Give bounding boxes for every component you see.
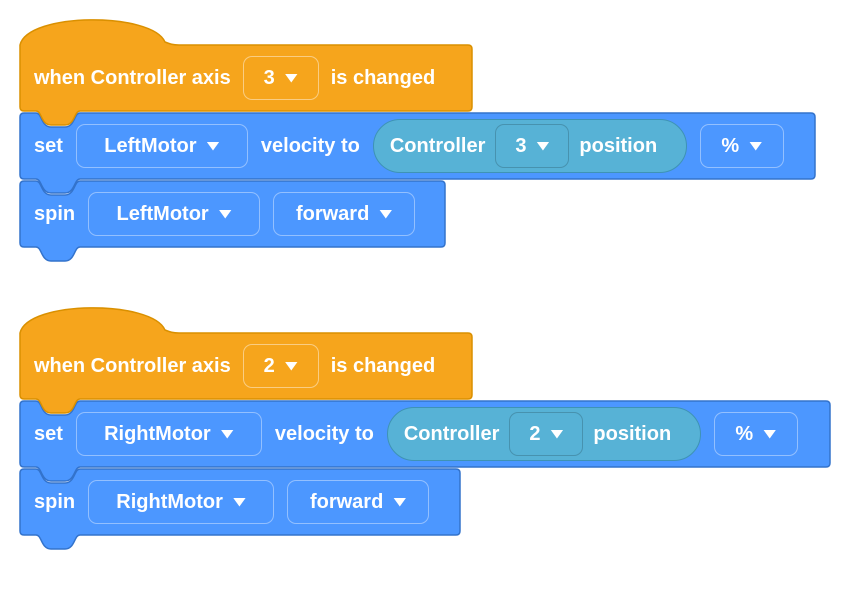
motor-dropdown[interactable]: RightMotor [75, 412, 262, 456]
chevron-down-icon [232, 497, 246, 507]
spin-motor-block[interactable]: spin RightMotor forward [19, 468, 461, 550]
axis-dropdown[interactable]: 3 [495, 124, 570, 168]
dropdown-value: forward [295, 203, 370, 225]
axis-dropdown[interactable]: 3 [242, 56, 319, 100]
direction-dropdown[interactable]: forward [273, 192, 416, 236]
set-velocity-block[interactable]: set LeftMotor velocity to Controller 3 p… [19, 112, 816, 194]
dropdown-value: forward [309, 491, 384, 513]
when-controller-axis-changed-block[interactable]: when Controller axis 2 is changed [19, 307, 473, 414]
motor-dropdown[interactable]: RightMotor [88, 480, 275, 524]
block-text: velocity to [260, 135, 360, 157]
chevron-down-icon [536, 141, 550, 151]
chevron-down-icon [284, 73, 298, 83]
chevron-down-icon [749, 141, 763, 151]
chevron-down-icon [763, 429, 777, 439]
dropdown-value: 3 [515, 135, 527, 157]
dropdown-value: LeftMotor [116, 203, 209, 225]
motor-dropdown[interactable]: LeftMotor [75, 124, 248, 168]
chevron-down-icon [218, 209, 232, 219]
reporter-text: Controller [389, 135, 486, 157]
chevron-down-icon [393, 497, 407, 507]
set-velocity-block[interactable]: set RightMotor velocity to Controller 2 … [19, 400, 831, 482]
chevron-down-icon [220, 429, 234, 439]
axis-dropdown[interactable]: 2 [242, 344, 319, 388]
chevron-down-icon [284, 361, 298, 371]
controller-position-reporter[interactable]: Controller 3 position [372, 119, 687, 173]
block-text: is changed [330, 67, 436, 89]
dropdown-value: RightMotor [116, 491, 223, 513]
chevron-down-icon [379, 209, 393, 219]
chevron-down-icon [550, 429, 564, 439]
controller-position-reporter[interactable]: Controller 2 position [386, 407, 701, 461]
dropdown-value: 2 [529, 423, 541, 445]
dropdown-value: % [721, 135, 740, 157]
axis-dropdown[interactable]: 2 [509, 412, 584, 456]
when-controller-axis-changed-block[interactable]: when Controller axis 3 is changed [19, 19, 473, 126]
unit-dropdown[interactable]: % [713, 412, 798, 456]
reporter-text: position [579, 135, 658, 157]
reporter-text: position [593, 423, 672, 445]
block-text: when Controller axis [34, 355, 231, 377]
spin-motor-block[interactable]: spin LeftMotor forward [19, 180, 446, 262]
dropdown-value: 3 [263, 67, 275, 89]
direction-dropdown[interactable]: forward [287, 480, 430, 524]
block-text: is changed [330, 355, 436, 377]
block-text: spin [34, 491, 76, 513]
motor-dropdown[interactable]: LeftMotor [88, 192, 261, 236]
unit-dropdown[interactable]: % [699, 124, 784, 168]
dropdown-value: 2 [263, 355, 275, 377]
block-text: velocity to [274, 423, 374, 445]
block-text: spin [34, 203, 76, 225]
block-text: set [34, 423, 63, 445]
reporter-text: Controller [403, 423, 500, 445]
dropdown-value: LeftMotor [104, 135, 197, 157]
dropdown-value: % [735, 423, 754, 445]
block-text: set [34, 135, 63, 157]
block-text: when Controller axis [34, 67, 231, 89]
chevron-down-icon [206, 141, 220, 151]
dropdown-value: RightMotor [104, 423, 211, 445]
